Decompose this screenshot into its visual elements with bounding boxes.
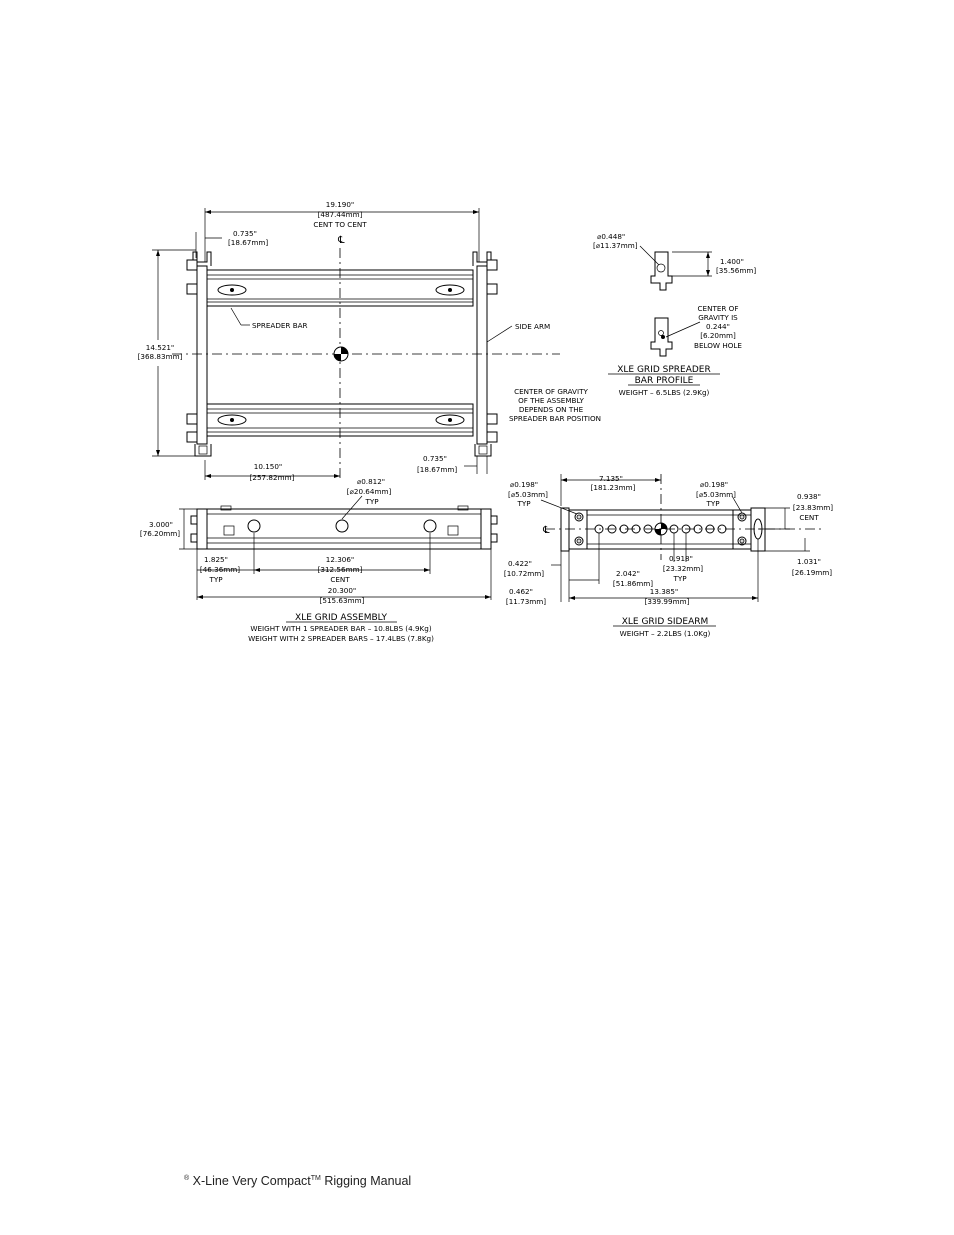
side-overall-dim-mm: [515.63mm]: [320, 596, 365, 605]
side-hole-dim: ⌀0.812": [357, 477, 385, 486]
sidearm-hole-left-dim-mm: [⌀5.03mm]: [508, 490, 548, 499]
spreader-profile-view: ⌀0.448" [⌀11.37mm] 1.400" [35.56mm] CENT…: [593, 232, 756, 397]
side-hole-center: [335, 519, 349, 533]
side-hole-typ: TYP: [364, 497, 379, 506]
profile-cog-line5: BELOW HOLE: [694, 341, 742, 350]
cog-note-line2: OF THE ASSEMBLY: [518, 396, 584, 405]
cog-note-line3: DEPENDS ON THE: [519, 405, 584, 414]
half-width-dim: 10.150": [254, 462, 282, 471]
sidearm-pitch-typ: TYP: [672, 574, 687, 583]
side-hole-left: [247, 519, 261, 533]
sidearm-cg-dim: 7.135": [599, 474, 623, 483]
side-hole-right: [423, 519, 437, 533]
sidearm-left-dim1: 0.422": [508, 559, 532, 568]
profile-cog-line1: CENTER OF: [698, 304, 739, 313]
assembly-side-view: ⌀0.812" [⌀20.64mm] TYP 3.000" [76.20mm] …: [140, 477, 498, 643]
assembly-top-view: 19.190" [487.44mm] CENT TO CENT ℄ 0.735"…: [138, 200, 601, 482]
profile-weight: WEIGHT – 6.5LBS (2.9Kg): [619, 388, 710, 397]
cog-note-line1: CENTER OF GRAVITY: [514, 387, 588, 396]
side-height-dim: 3.000": [149, 520, 173, 529]
profile-height-dim: 1.400": [720, 257, 744, 266]
side-edge-dim-mm: [46.36mm]: [200, 565, 240, 574]
side-overall-dim: 20.300": [328, 586, 356, 595]
sidearm-weight: WEIGHT – 2.2LBS (1.0Kg): [620, 629, 711, 638]
half-width-dim-mm: [257.82mm]: [250, 473, 295, 482]
slot-top-right: [435, 284, 465, 296]
slot-bottom-left: [217, 414, 247, 426]
slot-top-left: [217, 284, 247, 296]
side-arm-right: [476, 265, 488, 445]
profile-title-line1: XLE GRID SPREADER: [617, 365, 711, 375]
assembly-title: XLE GRID ASSEMBLY: [295, 613, 387, 623]
sidearm-left-dim2: 0.462": [509, 587, 533, 596]
profile-cog-line3: 0.244": [706, 322, 730, 331]
sidearm-overall-dim: 13.385": [650, 587, 678, 596]
side-cent-dim-mm: [312.56mm]: [318, 565, 363, 574]
side-arm-label: SIDE ARM: [515, 322, 550, 331]
side-edge-dim: 1.825": [204, 555, 228, 564]
sidearm-overall-dim-mm: [339.99mm]: [645, 597, 690, 606]
profile-cog-line4: [6.20mm]: [700, 331, 736, 340]
height-dim-mm: [368.83mm]: [138, 352, 183, 361]
sidearm-left-dim2-mm: [11.73mm]: [506, 597, 546, 606]
arm-offset-dim-mm: [18.67mm]: [228, 238, 268, 247]
footer-text: X-Line Very Compact: [192, 1174, 311, 1188]
profile-hole-dim: ⌀0.448": [597, 232, 625, 241]
sidearm-end-dim-mm: [23.83mm]: [793, 503, 833, 512]
side-height-dim-mm: [76.20mm]: [140, 529, 180, 538]
profile-title-line2: BAR PROFILE: [635, 376, 694, 386]
sidearm-pitch-dim-mm: [23.32mm]: [663, 564, 703, 573]
sidearm-left-dim1-mm: [10.72mm]: [504, 569, 544, 578]
side-edge-typ: TYP: [208, 575, 223, 584]
sidearm-centerline: ℄: [542, 525, 550, 536]
slot-bottom-right: [435, 414, 465, 426]
side-arm-left: [196, 265, 208, 445]
height-dim: 14.521": [146, 343, 174, 352]
footer-suffix: Rigging Manual: [320, 1174, 412, 1188]
sidearm-pitch-dim: 0.918": [669, 554, 693, 563]
bottom-offset-dim-mm: [18.67mm]: [417, 465, 457, 474]
side-cent-label: CENT: [330, 575, 350, 584]
center-of-gravity-symbol: [333, 346, 349, 362]
sidearm-first-hole-dim-mm: [51.86mm]: [613, 579, 653, 588]
assembly-weight-1: WEIGHT WITH 1 SPREADER BAR – 10.8LBS (4.…: [250, 624, 431, 633]
registered-mark: ®: [184, 1174, 190, 1182]
sidearm-title: XLE GRID SIDEARM: [622, 617, 709, 627]
profile-cog-line2: GRAVITY IS: [698, 313, 738, 322]
sidearm-view: ℄ ⌀0.198" [⌀5.03mm] TYP 7.135" [181.23mm…: [504, 474, 833, 638]
width-dim: 19.190": [326, 200, 354, 209]
cent-to-cent-label: CENT TO CENT: [313, 220, 367, 229]
cog-note-line4: SPREADER BAR POSITION: [509, 414, 601, 423]
footer: ® X-Line Very CompactTM Rigging Manual: [184, 1174, 411, 1188]
sidearm-hole-left-typ: TYP: [516, 499, 531, 508]
sidearm-first-hole-dim: 2.042": [616, 569, 640, 578]
sidearm-hole-right-dim: ⌀0.198": [700, 480, 728, 489]
side-cent-dim: 12.306": [326, 555, 354, 564]
sidearm-right-dim: 1.031": [797, 557, 821, 566]
sidearm-hole-right-typ: TYP: [705, 499, 720, 508]
centerline-symbol: ℄: [337, 235, 345, 246]
sidearm-hole-left-dim: ⌀0.198": [510, 480, 538, 489]
assembly-weight-2: WEIGHT WITH 2 SPREADER BARS – 17.4LBS (7…: [248, 634, 434, 643]
sidearm-right-dim-mm: [26.19mm]: [792, 568, 832, 577]
profile-height-dim-mm: [35.56mm]: [716, 266, 756, 275]
side-hole-dim-mm: [⌀20.64mm]: [347, 487, 392, 496]
sidearm-end-dim: 0.938": [797, 492, 821, 501]
bottom-offset-dim: 0.735": [423, 454, 447, 463]
arm-offset-dim: 0.735": [233, 229, 257, 238]
sidearm-hole-right-dim-mm: [⌀5.03mm]: [696, 490, 736, 499]
sidearm-end-cent: CENT: [799, 513, 819, 522]
width-dim-mm: [487.44mm]: [318, 210, 363, 219]
sidearm-cg-dim-mm: [181.23mm]: [591, 483, 636, 492]
trademark: TM: [310, 1174, 321, 1182]
spreader-bar-label: SPREADER BAR: [252, 321, 308, 330]
profile-hole-dim-mm: [⌀11.37mm]: [593, 241, 638, 250]
